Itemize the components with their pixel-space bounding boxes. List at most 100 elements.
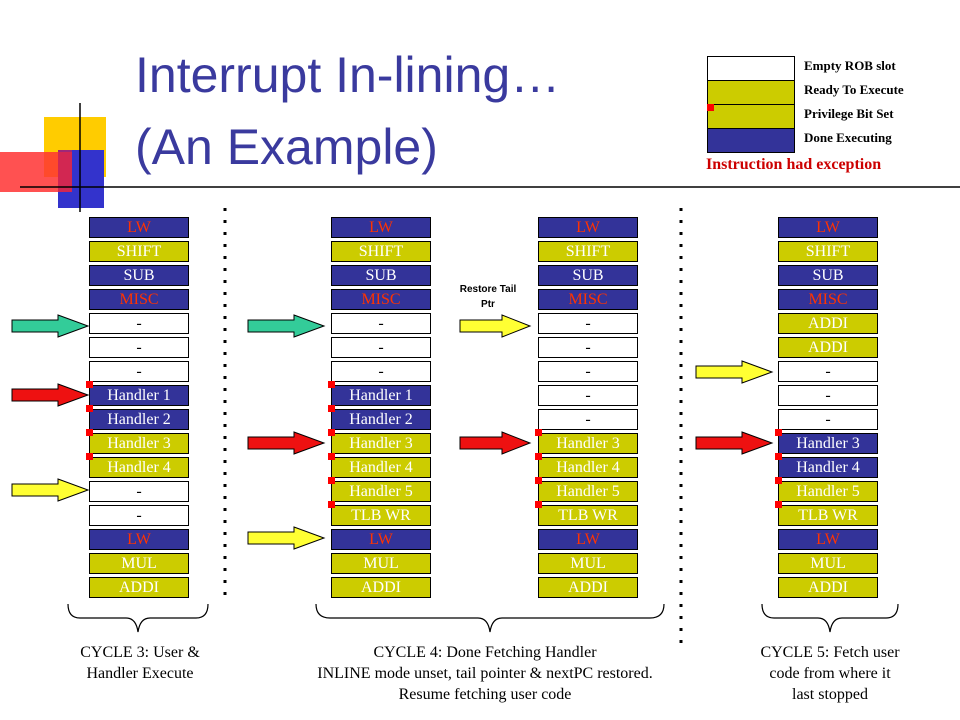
rob-slot: Handler 5 bbox=[538, 481, 638, 502]
caption-cycle3: CYCLE 3: User & Handler Execute bbox=[30, 642, 250, 684]
rob-slot: Handler 5 bbox=[778, 481, 878, 502]
privilege-bit-marker bbox=[86, 429, 93, 436]
rob-slot: TLB WR bbox=[331, 505, 431, 526]
slide-logo bbox=[0, 103, 960, 212]
rob-slot: - bbox=[778, 385, 878, 406]
rob-slot: MUL bbox=[89, 553, 189, 574]
rob-slot: SUB bbox=[89, 265, 189, 286]
red-arrow-col4 bbox=[695, 431, 774, 455]
caption-line: Handler Execute bbox=[86, 665, 194, 682]
caption-line: CYCLE 5: Fetch user bbox=[760, 644, 900, 661]
privilege-bit-marker bbox=[328, 405, 335, 412]
green-arrow-col2 bbox=[247, 314, 326, 338]
privilege-bit-marker bbox=[328, 501, 335, 508]
privilege-bit-marker bbox=[86, 381, 93, 388]
brace-cycle3 bbox=[67, 603, 209, 633]
rob-slot: - bbox=[89, 505, 189, 526]
rob-slot: LW bbox=[331, 529, 431, 550]
privilege-bit-marker bbox=[535, 477, 542, 484]
legend-exception-note: Instruction had exception bbox=[706, 156, 882, 173]
yellow-arrow-col2 bbox=[247, 526, 326, 550]
legend-label-ready: Ready To Execute bbox=[804, 82, 904, 97]
rob-slot: Handler 2 bbox=[89, 409, 189, 430]
privilege-bit-marker bbox=[775, 477, 782, 484]
legend-swatch-empty bbox=[707, 56, 795, 81]
caption-line: Resume fetching user code bbox=[398, 686, 572, 703]
rob-slot: ADDI bbox=[778, 337, 878, 358]
red-arrow-col2 bbox=[247, 431, 326, 455]
privilege-bit-marker bbox=[775, 501, 782, 508]
rob-slot: SHIFT bbox=[778, 241, 878, 262]
caption-braces bbox=[67, 603, 899, 633]
legend-label-empty: Empty ROB slot bbox=[804, 58, 896, 73]
rob-slot: - bbox=[89, 361, 189, 382]
legend-swatch-privilege bbox=[707, 104, 795, 129]
yellow-arrow-col4 bbox=[695, 360, 774, 384]
privilege-bit-marker bbox=[535, 429, 542, 436]
yellow-arrow-col3 bbox=[459, 314, 532, 338]
green-arrow-col1 bbox=[11, 314, 90, 338]
brace-cycle5 bbox=[761, 603, 899, 633]
rob-slot: - bbox=[89, 481, 189, 502]
brace-cycle4 bbox=[315, 603, 665, 633]
page-title-line1: Interrupt In-lining… bbox=[135, 47, 561, 103]
rob-slot: - bbox=[331, 337, 431, 358]
legend-label-privilege: Privilege Bit Set bbox=[804, 106, 894, 121]
caption-line: last stopped bbox=[792, 686, 868, 703]
privilege-bit-marker bbox=[328, 453, 335, 460]
rob-slot: - bbox=[538, 385, 638, 406]
rob-slot: SHIFT bbox=[331, 241, 431, 262]
rob-slot: Handler 1 bbox=[89, 385, 189, 406]
rob-slot: LW bbox=[538, 217, 638, 238]
red-arrow-col1 bbox=[11, 383, 90, 407]
rob-slot: SUB bbox=[778, 265, 878, 286]
rob-slot: MUL bbox=[331, 553, 431, 574]
legend-swatch-ready bbox=[707, 80, 795, 105]
rob-slot: SUB bbox=[538, 265, 638, 286]
rob-slot: - bbox=[89, 337, 189, 358]
rob-slot: Handler 4 bbox=[331, 457, 431, 478]
rob-slot: MISC bbox=[778, 289, 878, 310]
caption-cycle4: CYCLE 4: Done Fetching Handler INLINE mo… bbox=[240, 642, 730, 705]
privilege-bit-marker bbox=[328, 381, 335, 388]
rob-slot: LW bbox=[331, 217, 431, 238]
rob-slot: ADDI bbox=[778, 313, 878, 334]
red-arrow-col3 bbox=[459, 431, 532, 455]
rob-slot: LW bbox=[89, 217, 189, 238]
rob-slot: - bbox=[331, 313, 431, 334]
caption-line: code from where it bbox=[769, 665, 891, 682]
privilege-bit-marker bbox=[86, 453, 93, 460]
rob-slot: - bbox=[538, 361, 638, 382]
rob-slot: Handler 3 bbox=[89, 433, 189, 454]
rob-slot: MUL bbox=[778, 553, 878, 574]
rob-slot: SUB bbox=[331, 265, 431, 286]
rob-slot: Handler 5 bbox=[331, 481, 431, 502]
caption-line: INLINE mode unset, tail pointer & nextPC… bbox=[317, 665, 653, 682]
page-title-line2: (An Example) bbox=[135, 119, 438, 175]
rob-slot: - bbox=[538, 409, 638, 430]
rob-slot: - bbox=[331, 361, 431, 382]
caption-line: CYCLE 4: Done Fetching Handler bbox=[373, 644, 597, 661]
legend-swatch-done bbox=[707, 128, 795, 153]
legend-label-done: Done Executing bbox=[804, 130, 892, 145]
rob-slot: TLB WR bbox=[778, 505, 878, 526]
rob-slot: - bbox=[778, 409, 878, 430]
privilege-bit-marker bbox=[535, 453, 542, 460]
rob-slot: Handler 1 bbox=[331, 385, 431, 406]
pointer-arrows bbox=[11, 314, 774, 550]
rob-slot: MISC bbox=[89, 289, 189, 310]
privilege-bit-marker bbox=[707, 104, 714, 111]
rob-slot: - bbox=[89, 313, 189, 334]
privilege-bit-marker bbox=[86, 405, 93, 412]
rob-slot: ADDI bbox=[538, 577, 638, 598]
rob-slot: Handler 3 bbox=[538, 433, 638, 454]
caption-cycle5: CYCLE 5: Fetch user code from where it l… bbox=[720, 642, 940, 705]
rob-slot: MUL bbox=[538, 553, 638, 574]
rob-slot: ADDI bbox=[89, 577, 189, 598]
privilege-bit-marker bbox=[328, 477, 335, 484]
rob-slot: TLB WR bbox=[538, 505, 638, 526]
rob-slot: SHIFT bbox=[89, 241, 189, 262]
rob-slot: MISC bbox=[331, 289, 431, 310]
rob-slot: ADDI bbox=[778, 577, 878, 598]
rob-slot: - bbox=[538, 337, 638, 358]
